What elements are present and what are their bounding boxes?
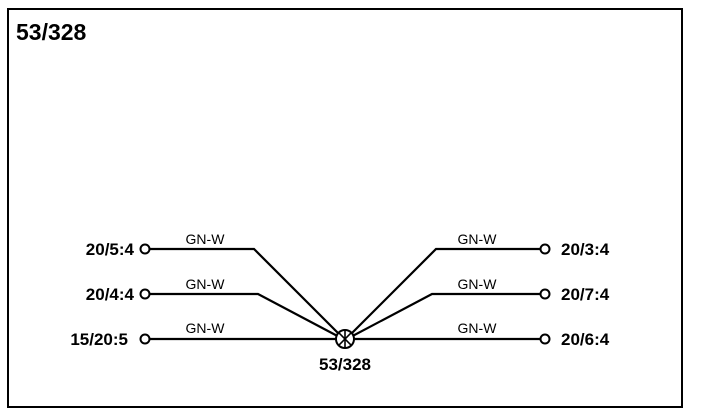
pin-label-left-2: 20/4:4 (86, 285, 135, 304)
terminal-right-3[interactable] (539, 333, 551, 345)
wire-color-right-1: GN-W (458, 231, 498, 247)
splice-label: 53/328 (319, 355, 371, 374)
wire-left-1 (150, 247, 346, 341)
pin-label-right-2: 20/7:4 (561, 285, 610, 304)
wire-right-1 (344, 247, 540, 341)
wire-color-left-1: GN-W (186, 231, 226, 247)
wire-color-left-2: GN-W (186, 276, 226, 292)
diagram-title: 53/328 (16, 19, 87, 45)
terminal-right-2[interactable] (539, 288, 551, 300)
terminal-left-2[interactable] (139, 288, 151, 300)
pin-label-left-1: 20/5:4 (86, 240, 135, 259)
wire-right-2 (344, 292, 540, 341)
terminal-left-1[interactable] (139, 243, 151, 255)
wire-left-2 (150, 292, 346, 341)
pin-label-left-3: 15/20:5 (70, 330, 128, 349)
pin-label-right-3: 20/6:4 (561, 330, 610, 349)
splice-junction-icon[interactable] (335, 329, 355, 349)
pin-label-right-1: 20/3:4 (561, 240, 610, 259)
wire-color-right-3: GN-W (458, 320, 498, 336)
terminal-right-1[interactable] (539, 243, 551, 255)
wire-color-right-2: GN-W (458, 276, 498, 292)
terminal-left-3[interactable] (139, 333, 151, 345)
wire-color-left-3: GN-W (186, 320, 226, 336)
